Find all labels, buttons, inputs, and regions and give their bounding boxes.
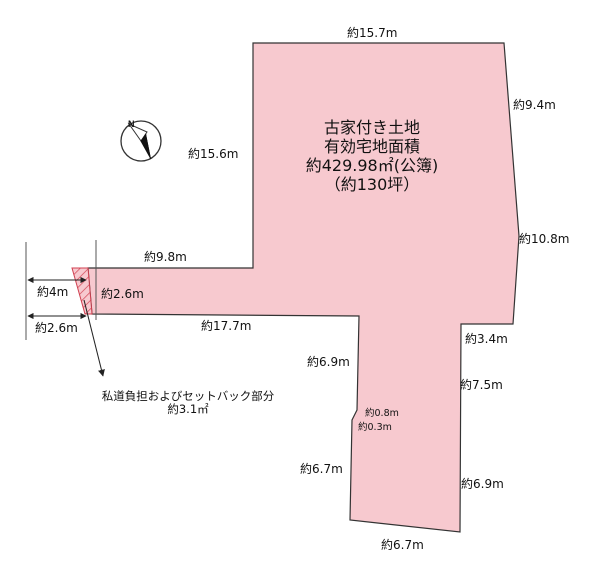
compass-icon <box>120 120 162 162</box>
setback-area <box>71 267 93 315</box>
dim-neck-top: 約9.8m <box>144 250 187 264</box>
dim-step: 約3.4m <box>465 332 508 346</box>
note-line-2: 約3.1㎡ <box>167 402 209 416</box>
dim-right-lower-bottom: 約6.9m <box>461 477 504 491</box>
dim-neck-bottom: 約17.7m <box>201 319 252 333</box>
title-line-3: 約429.98㎡(公簿) <box>305 156 439 175</box>
dim-notch-a: 約0.8m <box>365 408 399 419</box>
dim-left-lower-bottom: 約6.7m <box>300 462 343 476</box>
dim-top: 約15.7m <box>347 26 398 40</box>
title-line-1: 古家付き土地 <box>323 118 420 137</box>
setback-note: 私道負担およびセットバック部分 約3.1㎡ <box>88 390 288 416</box>
title-line-2: 有効宅地面積 <box>323 137 420 156</box>
dim-bottom: 約6.7m <box>381 538 424 552</box>
compass-letter: N <box>128 119 135 129</box>
dim-left-lower-upper: 約6.9m <box>307 355 350 369</box>
dim-right-upper: 約9.4m <box>513 98 556 112</box>
dim-right-middle: 約10.8m <box>519 232 570 246</box>
dim-neck-width: 約2.6m <box>101 287 144 301</box>
dim-right-lower-upper: 約7.5m <box>460 378 503 392</box>
dim-notch-b: 約0.3m <box>358 422 392 433</box>
lot-title-block: 古家付き土地 有効宅地面積 約429.98㎡(公簿) （約130坪） <box>262 118 482 194</box>
dim-road-side: 約4m <box>37 285 69 299</box>
note-leader-arrow <box>83 299 105 377</box>
lot-polygon <box>87 42 520 533</box>
dim-left-upper: 約15.6m <box>188 147 239 161</box>
dim-road-bottom: 約2.6m <box>35 321 78 335</box>
note-line-1: 私道負担およびセットバック部分 <box>101 389 275 403</box>
title-line-4: （約130坪） <box>324 175 420 194</box>
